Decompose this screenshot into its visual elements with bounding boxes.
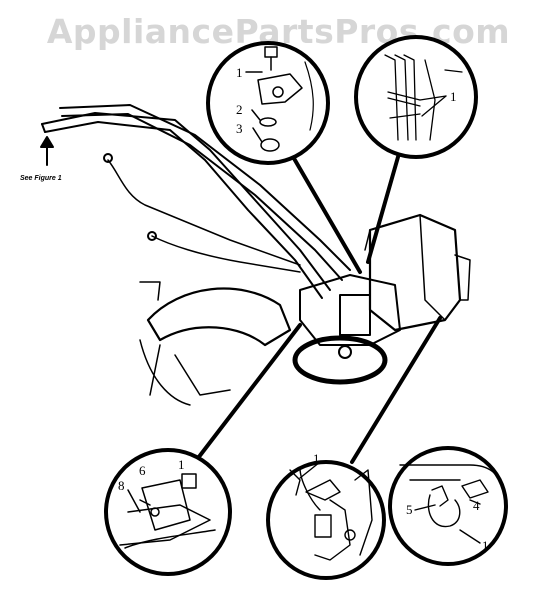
callout-1-top-right: 1 — [450, 89, 457, 104]
callout-1-bottom-left: 1 — [178, 457, 185, 472]
detail-bottom-right-parts — [399, 464, 504, 544]
leader-lines — [193, 148, 442, 464]
see-figure-arrow — [40, 136, 54, 166]
tiller-illustration — [41, 104, 471, 406]
callout-3: 3 — [236, 121, 243, 136]
detail-top-left-parts — [245, 46, 314, 152]
callout-1-bottom-right: 1 — [482, 538, 489, 553]
detail-circle-bottom-middle — [266, 460, 386, 580]
callout-1-bottom-middle: 1 — [313, 451, 320, 466]
callout-6: 6 — [139, 463, 146, 478]
detail-bottom-left-parts — [119, 473, 216, 549]
callout-1: 1 — [236, 65, 243, 80]
detail-bottom-middle-parts — [289, 461, 373, 561]
callout-8: 8 — [118, 478, 125, 493]
callout-4: 4 — [473, 498, 480, 513]
detail-top-right-parts — [384, 54, 463, 141]
see-figure-label: See Figure 1 — [20, 175, 62, 182]
callout-2: 2 — [236, 102, 243, 117]
detail-circle-bottom-left — [104, 448, 232, 576]
detail-circle-top-right — [354, 35, 478, 159]
detail-circle-bottom-right — [388, 446, 508, 566]
callout-5: 5 — [406, 502, 413, 517]
